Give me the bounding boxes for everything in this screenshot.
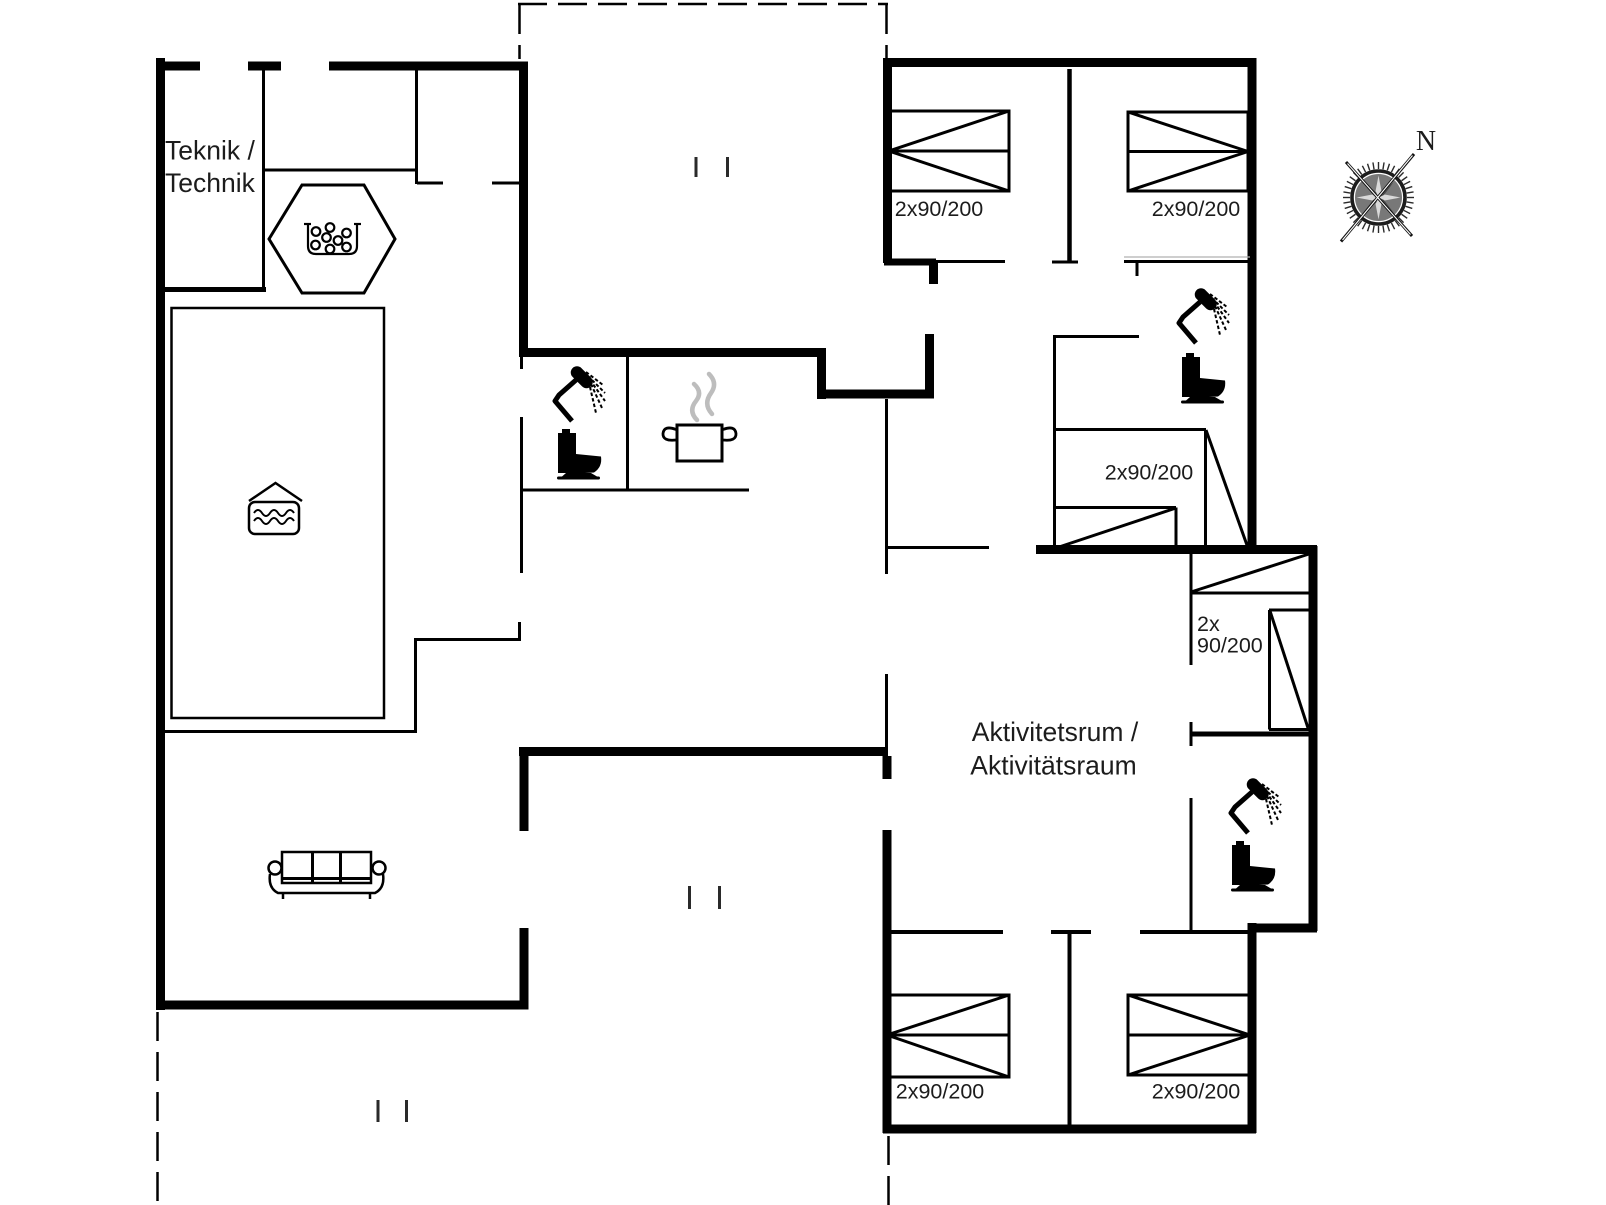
- svg-text:2x90/200: 2x90/200: [1152, 1080, 1241, 1104]
- svg-text:2x90/200: 2x90/200: [896, 1080, 985, 1104]
- svg-text:2x90/200: 2x90/200: [1105, 461, 1194, 485]
- svg-text:2x90/200: 2x90/200: [895, 197, 984, 221]
- svg-text:2x90/200: 2x90/200: [1152, 197, 1241, 221]
- svg-text:90/200: 90/200: [1197, 634, 1263, 658]
- svg-text:N: N: [1416, 126, 1436, 157]
- svg-text:2x: 2x: [1197, 612, 1220, 636]
- svg-text:Aktivitätsraum: Aktivitätsraum: [970, 751, 1136, 781]
- svg-text:Teknik /: Teknik /: [165, 136, 255, 166]
- svg-text:Aktivitetsrum /: Aktivitetsrum /: [972, 717, 1139, 747]
- svg-text:Technik: Technik: [165, 168, 256, 198]
